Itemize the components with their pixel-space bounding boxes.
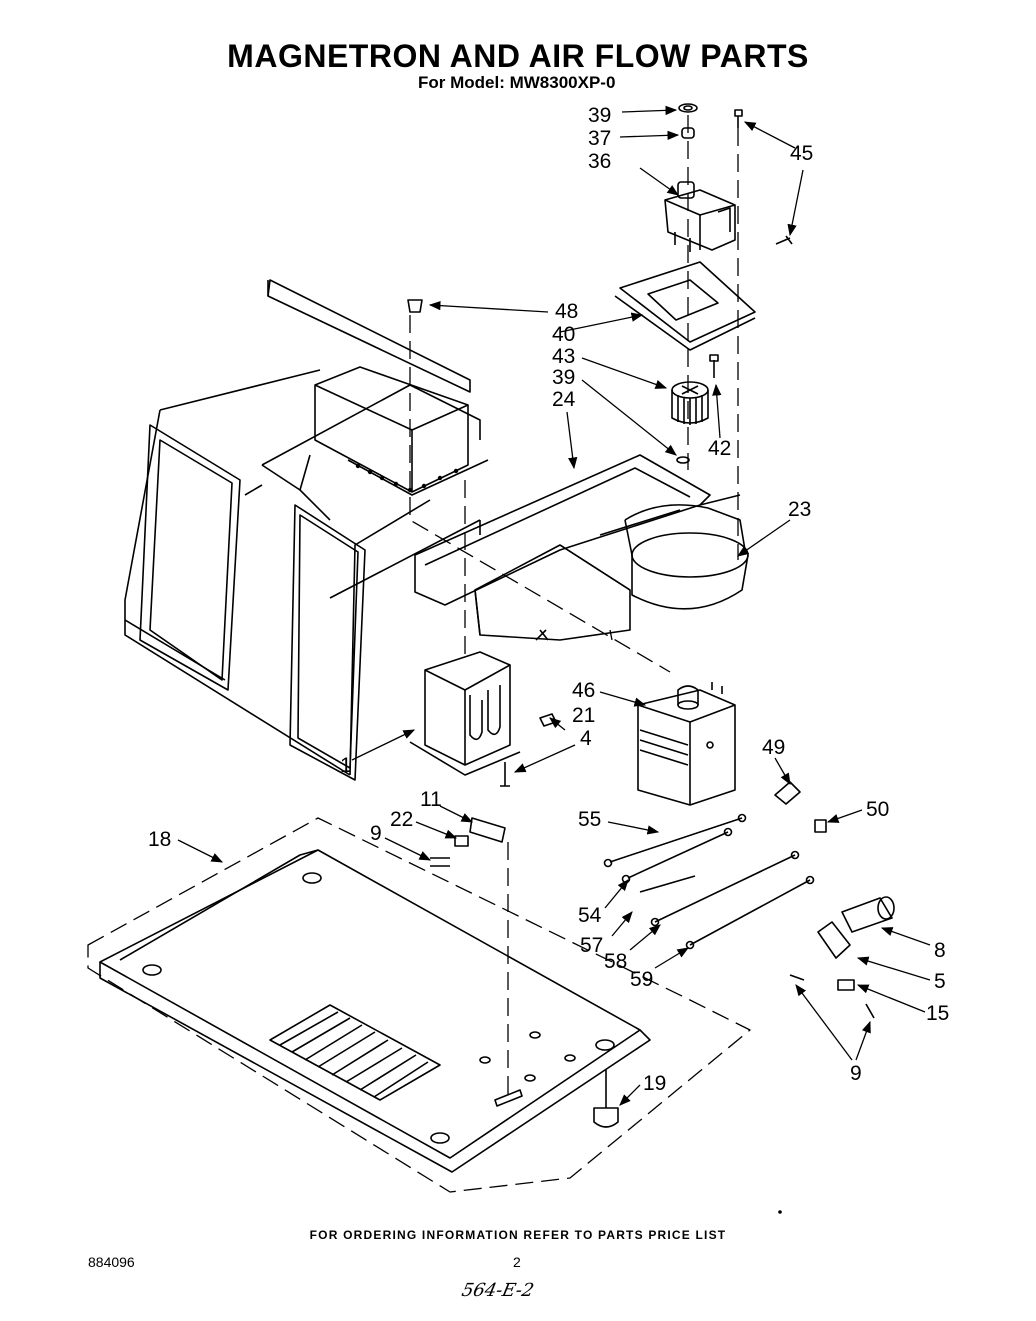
bracket-11 [469, 817, 506, 843]
callout-59: 59 [630, 968, 653, 991]
fan-shroud-23 [624, 494, 749, 610]
callout-50: 50 [866, 798, 889, 821]
ring-washer-39 [678, 103, 698, 113]
callout-49: 49 [762, 736, 785, 759]
callout-37: 37 [588, 127, 611, 150]
callout-21: 21 [572, 704, 595, 727]
callout-39a: 39 [588, 104, 611, 127]
callout-36: 36 [588, 150, 611, 173]
mounting-block [314, 366, 489, 496]
part-21 [539, 713, 557, 727]
capacitor-8 [841, 896, 895, 933]
screw-9 [430, 857, 450, 867]
oven-cabinet [124, 279, 481, 781]
callout-15: 15 [926, 1002, 949, 1025]
screw-45-side [775, 235, 793, 245]
callout-24: 24 [552, 388, 576, 411]
capacitor-bracket-5 [817, 921, 851, 959]
screw-4 [500, 762, 510, 787]
part-50 [814, 819, 827, 833]
callout-8: 8 [934, 939, 946, 962]
callout-22: 22 [390, 808, 413, 831]
document-number: 884096 [88, 1254, 135, 1270]
clip-39 [676, 456, 690, 464]
callout-4: 4 [580, 727, 592, 750]
callout-9b: 9 [850, 1062, 862, 1085]
air-duct-24 [414, 454, 711, 641]
callout-19: 19 [643, 1072, 666, 1095]
screw-45-top [734, 109, 743, 128]
page-title: MAGNETRON AND AIR FLOW PARTS [227, 38, 809, 74]
callout-labels: 39 37 36 45 48 40 43 39 24 42 23 46 21 4… [148, 104, 949, 1095]
motor-bracket-40 [614, 261, 756, 351]
callout-55: 55 [578, 808, 601, 831]
callout-18: 18 [148, 828, 171, 851]
nut-48 [407, 299, 423, 313]
magnetron-46 [637, 682, 736, 806]
part-22 [454, 835, 469, 847]
callout-45: 45 [790, 142, 813, 165]
callout-58: 58 [604, 950, 627, 973]
callout-42: 42 [708, 437, 731, 460]
model-subtitle: For Model: MW8300XP-0 [418, 73, 616, 92]
callout-54: 54 [578, 904, 602, 927]
leader-lines [177, 105, 931, 1106]
transformer-1 [409, 651, 521, 776]
fan-motor-36 [664, 181, 736, 252]
ordering-info-footer: FOR ORDERING INFORMATION REFER TO PARTS … [309, 1228, 727, 1242]
diode-15 [837, 979, 855, 991]
callout-46: 46 [572, 679, 595, 702]
screws-9 [789, 974, 875, 1019]
callout-43: 43 [552, 345, 575, 368]
callout-9a: 9 [370, 822, 382, 845]
callout-57: 57 [580, 934, 603, 957]
callout-5: 5 [934, 970, 946, 993]
callout-1: 1 [340, 754, 352, 777]
base-plate-18 [99, 849, 651, 1173]
callout-39b: 39 [552, 366, 575, 389]
page-number: 2 [513, 1254, 521, 1270]
foot-19 [593, 1070, 619, 1128]
callout-11: 11 [420, 788, 442, 811]
callout-40: 40 [552, 323, 575, 346]
callout-48: 48 [555, 300, 578, 323]
handwritten-note: 564-E-2 [459, 1280, 536, 1301]
fan-blade-43 [671, 381, 709, 425]
dashed-guide-lines [87, 115, 751, 1193]
callout-23: 23 [788, 498, 811, 521]
thermostat-49 [774, 781, 801, 805]
wire-leads [603, 813, 815, 950]
